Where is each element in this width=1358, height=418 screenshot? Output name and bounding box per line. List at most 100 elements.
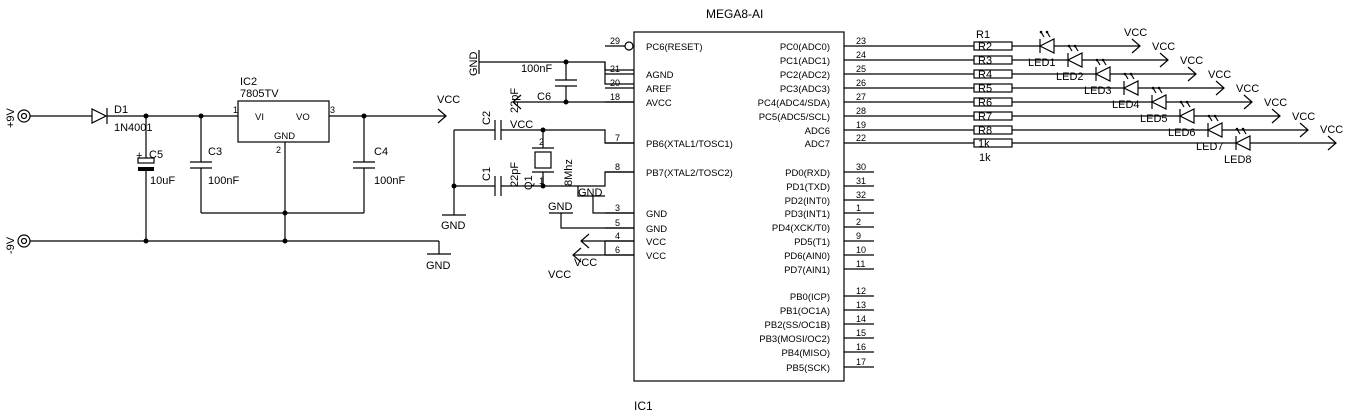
pin-number: 13 <box>856 300 866 310</box>
agnd-gnd-label: GND <box>468 52 480 77</box>
pin-number: 22 <box>856 133 866 143</box>
led-vcc-label: VCC <box>1264 97 1287 109</box>
analog-section: GND 100nF C6 <box>468 50 634 110</box>
led-triangle <box>1094 66 1111 82</box>
capacitor-c4: C4 100nF <box>353 116 405 213</box>
pin-number: 9 <box>856 231 861 241</box>
reg-pin3: 3 <box>330 105 335 115</box>
pin-number: 21 <box>610 64 620 74</box>
pin-name: ADC6 <box>805 126 830 137</box>
power-gnd-label: GND <box>426 260 451 272</box>
led-emit-tip <box>1185 100 1189 104</box>
led-emit-tip <box>1179 100 1183 104</box>
pin-name: AGND <box>646 70 674 81</box>
led-vcc-label: VCC <box>1124 27 1147 39</box>
pin-name: AVCC <box>646 98 672 109</box>
pin-number: 28 <box>856 106 866 116</box>
r1-ref: R1 <box>976 29 990 41</box>
c5-value: 10uF <box>150 175 175 187</box>
pin-name: PC2(ADC2) <box>780 70 830 81</box>
led-triangle <box>1234 135 1251 151</box>
c1-ref: C1 <box>481 167 493 181</box>
pin-number: 12 <box>856 286 866 296</box>
q1-ref: Q1 <box>523 175 535 190</box>
c4-ref: C4 <box>374 146 388 158</box>
pin-name: PB7(XTAL2/TOSC2) <box>646 168 733 179</box>
reg-vi: VI <box>255 112 264 123</box>
pin-name: PC4(ADC4/SDA) <box>758 98 830 109</box>
led-vcc-label: VCC <box>1152 41 1175 53</box>
resistor-label: R7 <box>978 111 992 123</box>
resistor-label: 1k <box>978 138 990 150</box>
pin-number: 31 <box>856 176 866 186</box>
c5-plus: + <box>136 150 142 162</box>
pin-number: 5 <box>615 218 620 228</box>
resistor-label: R4 <box>978 69 992 81</box>
pin-name: PD6(AIN0) <box>784 251 830 262</box>
pin-number: 26 <box>856 78 866 88</box>
pin-number: 8 <box>615 162 620 172</box>
pin-name: PB4(MISO) <box>781 348 830 359</box>
vcc-arrow <box>1327 135 1337 151</box>
crystal-vcc-label: VCC <box>510 119 533 131</box>
pin-name: PD0(RXD) <box>785 168 830 179</box>
led-emit-tip <box>1095 58 1099 62</box>
c4-value: 100nF <box>374 175 405 187</box>
mcu-ic1: MEGA8-AI IC1 29PC6(RESET)21AGND20AREF18A… <box>605 7 974 413</box>
pin-number: 23 <box>856 36 866 46</box>
vcc-arrow <box>1187 66 1197 82</box>
reg-vcc-label: VCC <box>437 94 460 106</box>
vcc-arrow <box>1159 52 1169 68</box>
pin-number: 1 <box>856 203 861 213</box>
crystal-left-gnd-label: GND <box>441 220 466 232</box>
c6-ref: C6 <box>537 91 551 103</box>
pin-name: PB0(ICP) <box>790 292 830 303</box>
dig-vcc2-label: VCC <box>574 257 597 269</box>
pin-number: 27 <box>856 92 866 102</box>
led-ref: LED4 <box>1112 99 1140 111</box>
pin-number: 24 <box>856 50 866 60</box>
pos-9v-terminal: +9V <box>5 107 31 128</box>
power-supply: +9V -9V D1 1N4001 + C5 10uF <box>5 76 460 272</box>
pin-name: PD2(INT0) <box>785 196 830 207</box>
pin-number: 7 <box>615 133 620 143</box>
pin-name: VCC <box>646 251 666 262</box>
pin-number: 11 <box>856 259 865 269</box>
capacitor-c5: + C5 10uF <box>136 116 175 241</box>
led-triangle <box>1066 52 1083 68</box>
led-vcc-label: VCC <box>1180 55 1203 67</box>
led-emit-tip <box>1129 72 1133 76</box>
pin-name: PB5(SCK) <box>786 363 830 374</box>
ic1-title: MEGA8-AI <box>706 7 763 21</box>
pin-name: PD1(TXD) <box>786 182 830 193</box>
crystal-q1: 2 1 Q1 8Mhz <box>523 130 575 190</box>
crystal-gnd-label: GND <box>578 187 603 199</box>
vcc-arrow <box>1131 38 1141 54</box>
pin-number: 15 <box>856 328 866 338</box>
pin-name: AREF <box>646 84 672 95</box>
vcc-arrow <box>1215 80 1225 96</box>
c3-ref: C3 <box>208 146 222 158</box>
pin-name: VCC <box>646 237 666 248</box>
pin-name: GND <box>646 224 667 235</box>
led-ref: LED2 <box>1056 71 1084 83</box>
q1-pin2: 2 <box>539 137 544 147</box>
pin-name: PC5(ADC5/SCL) <box>759 112 830 123</box>
led-emit-tip <box>1213 114 1217 118</box>
led-triangle <box>1038 38 1055 54</box>
